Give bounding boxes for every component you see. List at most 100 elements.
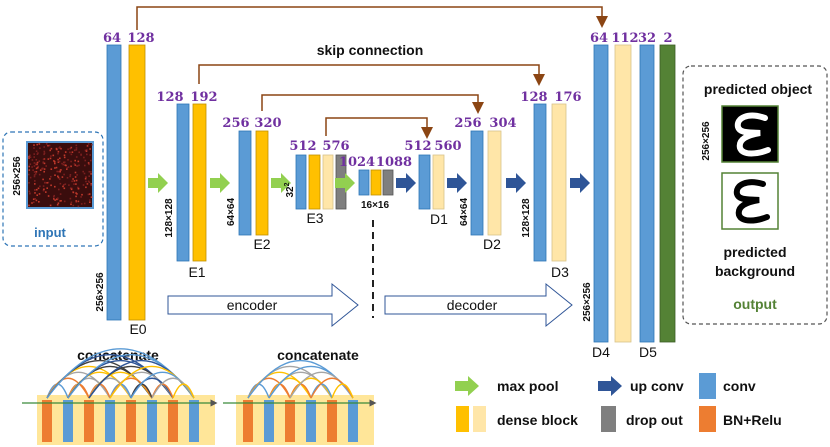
e3-dense-light-bar (322, 154, 334, 210)
e2-size: 64×64 (226, 198, 237, 227)
predicted-background-label-2: background (715, 263, 795, 279)
d4-num-1: 64 (590, 31, 608, 46)
concatenate-right-diagram (223, 360, 377, 445)
legend-dense-block-label: dense block (497, 412, 578, 428)
d1-num-1: 512 (404, 139, 431, 154)
mid-num-1: 1024 (339, 155, 375, 170)
e3-num-1: 512 (289, 139, 316, 154)
d3-num-2: 176 (554, 90, 581, 105)
d5-num-1: 32 (638, 31, 656, 46)
mid-conv-bar (358, 169, 370, 196)
mid-num-2: 1088 (376, 155, 412, 170)
legend-dropout-icon (601, 406, 616, 432)
d5-name: D5 (639, 344, 657, 360)
up-conv-arrow-d1 (447, 173, 467, 193)
d2-num-1: 256 (454, 116, 481, 131)
input-size-label: 256×256 (12, 156, 23, 196)
d5-conv-bar (639, 44, 655, 343)
d3-name: D3 (551, 264, 569, 280)
d3-conv-bar (533, 103, 547, 262)
e3-dense-bar (308, 154, 321, 210)
output-size-label: 256×256 (701, 121, 712, 161)
legend-dropout-label: drop out (626, 412, 683, 428)
input-noise (28, 143, 93, 208)
e0-num-2: 128 (127, 31, 154, 46)
input-label: input (34, 225, 66, 240)
skip-connection-e0-d4 (136, 6, 608, 30)
decoder-label: decoder (447, 297, 498, 313)
decoder-arrow (384, 282, 573, 328)
e2-dense-bar (255, 130, 269, 236)
e1-num-2: 192 (190, 90, 217, 105)
skip-connection-e3-d1 (325, 117, 433, 139)
predicted-object-shape (734, 112, 771, 157)
legend-up-conv-label: up conv (630, 378, 684, 394)
skip-connection-e1-d3 (198, 64, 545, 86)
legend-bn-relu-label: BN+Relu (723, 412, 782, 428)
d2-dense-bar (487, 130, 502, 236)
e3-conv-bar (295, 154, 307, 210)
d4-num-2: 112 (611, 31, 638, 46)
e0-name: E0 (129, 321, 146, 337)
e2-name: E2 (253, 236, 270, 252)
input-panel (2, 131, 104, 247)
d1-conv-bar (418, 154, 431, 210)
up-conv-arrow-d3 (570, 173, 590, 193)
d5-num-2: 2 (663, 31, 672, 46)
e2-conv-bar (238, 130, 252, 236)
max-pool-arrow-e3 (335, 173, 355, 193)
output-panel (682, 65, 828, 325)
d2-size: 64×64 (459, 198, 470, 227)
d2-num-2: 304 (489, 116, 516, 131)
e0-num-1: 64 (103, 31, 121, 46)
e2-num-2: 320 (254, 116, 281, 131)
e0-dense-bar (128, 44, 146, 321)
d4-name: D4 (592, 344, 610, 360)
e1-name: E1 (188, 264, 205, 280)
legend-conv-icon (699, 373, 716, 399)
legend-max-pool-label: max pool (497, 378, 558, 394)
d2-conv-bar (470, 130, 484, 236)
e1-conv-bar (176, 103, 190, 262)
d3-num-1: 128 (520, 90, 547, 105)
d5-output-bar (659, 44, 676, 343)
legend-max-pool-icon (455, 376, 479, 396)
max-pool-arrow-e0 (148, 173, 168, 193)
d3-dense-bar (551, 103, 567, 262)
concatenate-left-diagram (22, 348, 218, 445)
legend-dense-dark-icon (456, 406, 469, 432)
d1-name: D1 (430, 211, 448, 227)
d4-conv-bar (593, 44, 609, 343)
max-pool-arrow-e2 (271, 173, 291, 193)
max-pool-arrow-e1 (210, 173, 230, 193)
mid-dropout-bar (382, 169, 394, 196)
d1-num-2: 560 (434, 139, 461, 154)
d2-name: D2 (483, 236, 501, 252)
e0-size: 256×256 (95, 272, 106, 312)
e1-size: 128×128 (164, 198, 175, 238)
predicted-object-label: predicted object (704, 81, 812, 97)
up-conv-arrow-d2 (506, 173, 526, 193)
legend-bn-relu-icon (699, 406, 716, 432)
legend-up-conv-icon (598, 376, 622, 396)
e3-size: 322 (284, 182, 296, 197)
skip-connection-e2-d2 (261, 94, 484, 114)
concatenate-right-title: concatenate (277, 347, 359, 363)
e1-num-1: 128 (156, 90, 183, 105)
e0-conv-bar (106, 44, 122, 321)
d4-dense-bar (614, 44, 632, 343)
output-label: output (733, 296, 777, 312)
e1-dense-bar (192, 103, 207, 262)
mid-dense-bar (370, 169, 382, 196)
skip-connection-title: skip connection (317, 42, 424, 58)
e3-name: E3 (306, 210, 323, 226)
e2-num-1: 256 (222, 116, 249, 131)
mid-size: 16×16 (361, 200, 390, 211)
predicted-background-label-1: predicted (723, 244, 786, 260)
d4-size: 256×256 (582, 282, 593, 322)
legend-dense-light-icon (473, 406, 486, 432)
encoder-arrow (167, 282, 359, 328)
legend-conv-label: conv (723, 378, 756, 394)
d3-size: 128×128 (521, 198, 532, 238)
